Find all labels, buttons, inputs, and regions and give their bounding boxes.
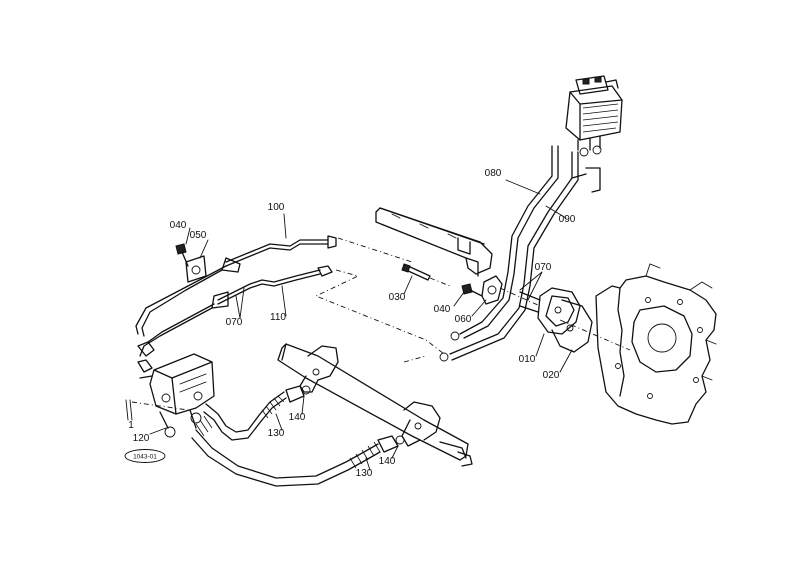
mounting-bracket (375, 207, 493, 277)
pipe-080 (450, 145, 559, 341)
callout-lbl-140-b: 140 (379, 456, 396, 467)
callout-lbl-120: 120 (133, 433, 150, 444)
pipe-100 (135, 235, 337, 337)
control-valve (565, 75, 623, 157)
callout-lbl-080: 080 (485, 168, 502, 179)
lift-shaft (277, 343, 473, 467)
centre-lines (131, 237, 631, 411)
callout-lbl-010: 010 (519, 354, 536, 365)
flange-010-020 (519, 287, 593, 353)
clamp-050 (175, 243, 207, 283)
callout-lbl-020: 020 (543, 370, 560, 381)
callout-lbl-130-b: 130 (356, 468, 373, 479)
callout-lbl-040-b: 040 (434, 304, 451, 315)
callout-lbl-1: 1 (128, 420, 134, 431)
callout-lbl-090: 090 (559, 214, 576, 225)
clamp-060 (461, 275, 541, 307)
leader-lines (149, 179, 573, 471)
hose-130-lower (191, 415, 405, 487)
callout-lbl-030: 030 (389, 292, 406, 303)
callout-lbl-070-a: 070 (226, 317, 243, 328)
callout-lbl-070-b: 070 (535, 262, 552, 273)
transmission-case (595, 263, 717, 425)
drawing-stamp: 1043-01 (124, 449, 166, 463)
callout-lbl-040-a: 040 (170, 220, 187, 231)
hose-130-upper (203, 385, 311, 441)
callout-lbl-100: 100 (268, 202, 285, 213)
callout-lbl-060: 060 (455, 314, 472, 325)
callout-lbl-110: 110 (270, 312, 286, 323)
stamp-text: 1043-01 (133, 454, 157, 461)
valve-block-120 (125, 341, 215, 438)
bolt-030 (401, 263, 451, 287)
callout-lbl-050: 050 (190, 230, 207, 241)
pipe-090 (439, 151, 601, 362)
callout-lbl-140-a: 140 (289, 412, 306, 423)
callout-lbl-130-a: 130 (268, 428, 285, 439)
pipe-110 (139, 265, 333, 357)
